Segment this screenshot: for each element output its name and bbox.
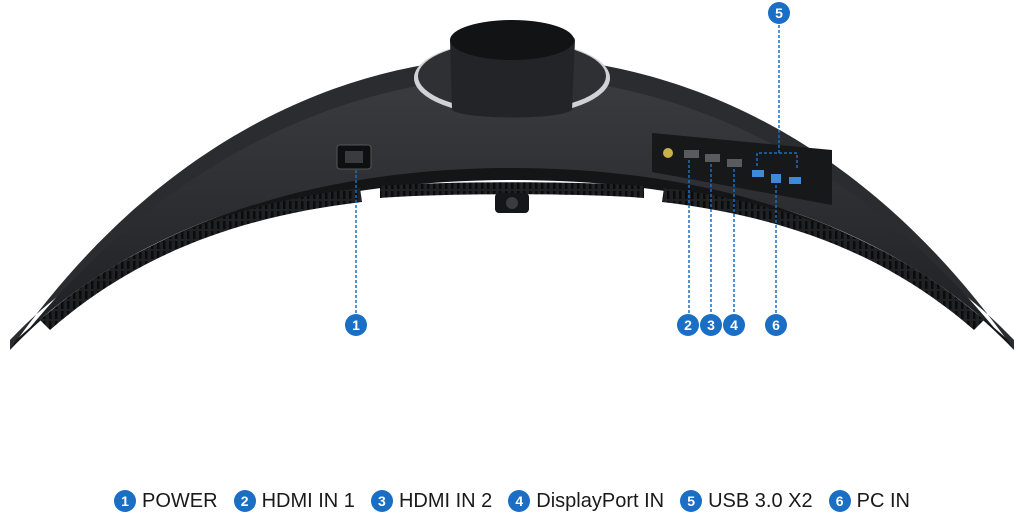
monitor-rear-panel: [28, 76, 996, 330]
legend-label: PC IN: [856, 489, 910, 512]
hdmi-port-2: [705, 154, 720, 162]
legend-item-power: 1 POWER: [114, 490, 218, 513]
legend-item-displayport: 4 DisplayPort IN: [508, 490, 664, 513]
legend-label: DisplayPort IN: [536, 489, 665, 512]
service-port-icon: [663, 148, 673, 158]
usb-port-1: [752, 170, 764, 177]
marker-3: 3: [700, 314, 722, 336]
monitor-body: [10, 56, 1014, 350]
legend-number: 1: [114, 490, 137, 512]
leader-lines: [355, 25, 798, 313]
legend-number: 2: [233, 490, 256, 512]
legend-label: HDMI IN 1: [261, 489, 355, 512]
marker-1: 1: [345, 314, 367, 336]
jog-button-icon: [506, 197, 518, 209]
legend-number: 5: [680, 490, 703, 512]
leader-bracket-5: [756, 152, 798, 168]
legend-item-hdmi-2: 3 HDMI IN 2: [370, 489, 493, 513]
legend-label: POWER: [142, 489, 218, 512]
legend-number: 6: [828, 490, 851, 512]
displayport-port: [727, 159, 742, 167]
vent-strip-center: [380, 182, 644, 198]
usb-port-2: [789, 177, 801, 184]
legend-item-hdmi-1: 2 HDMI IN 1: [233, 489, 355, 513]
legend-number: 4: [508, 490, 531, 512]
monitor-rear-illustration: [10, 20, 1014, 350]
marker-2: 2: [677, 314, 699, 336]
marker-5: 5: [768, 2, 790, 24]
port-legend: 1 POWER 2 HDMI IN 1 3 HDMI IN 2 4 Displa…: [0, 484, 1024, 518]
vent-strip-left: [40, 188, 362, 330]
hdmi-port-1: [684, 150, 699, 158]
usb-upstream-port: [771, 174, 781, 183]
legend-label: HDMI IN 2: [398, 489, 493, 512]
stand-neck-top: [450, 20, 574, 60]
vent-strip-right: [662, 188, 984, 330]
legend-item-pc-in: 6 PC IN: [828, 489, 910, 513]
power-socket-inner: [345, 151, 363, 163]
marker-4: 4: [723, 314, 745, 336]
marker-6: 6: [765, 314, 787, 336]
legend-label: USB 3.0 X2: [708, 489, 813, 512]
legend-item-usb: 5 USB 3.0 X2: [680, 490, 813, 513]
legend-number: 3: [370, 490, 393, 512]
